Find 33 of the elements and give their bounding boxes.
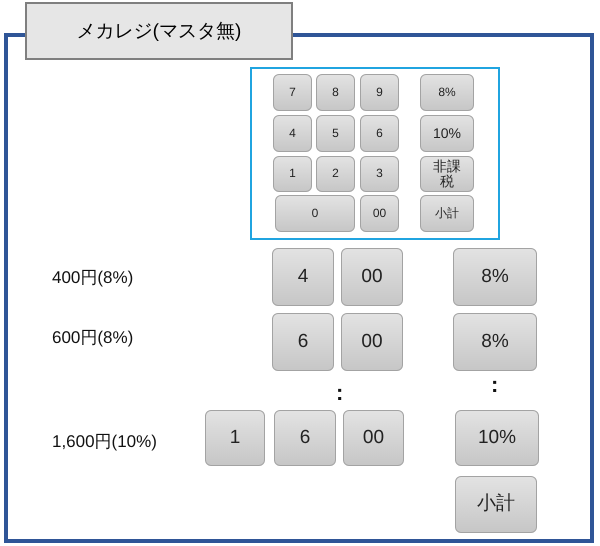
key-button: 00 xyxy=(343,410,404,466)
key-button: 1 xyxy=(273,156,312,192)
key-button: 小計 xyxy=(455,476,537,533)
key-button: 00 xyxy=(360,195,399,232)
key-button: 8% xyxy=(453,313,537,371)
key-button: 4 xyxy=(272,248,334,306)
row-label: 1,600円(10%) xyxy=(52,431,157,453)
continuation-dots: : xyxy=(491,372,498,398)
key-button: 9 xyxy=(360,74,399,111)
key-button: 6 xyxy=(274,410,336,466)
row-label: 400円(8%) xyxy=(52,267,134,289)
key-button: 1 xyxy=(205,410,265,466)
key-button: 6 xyxy=(272,313,334,371)
key-button: 8 xyxy=(316,74,355,111)
title-tab: メカレジ(マスタ無) xyxy=(25,2,293,60)
row-label: 600円(8%) xyxy=(52,327,134,349)
keypad-panel xyxy=(250,67,500,240)
continuation-dots: : xyxy=(336,380,344,406)
key-button: 5 xyxy=(316,115,355,152)
key-button: 非課税 xyxy=(420,156,474,192)
key-button: 8% xyxy=(453,248,537,306)
key-button: 00 xyxy=(341,313,403,371)
key-button: 10% xyxy=(420,115,474,152)
key-button: 6 xyxy=(360,115,399,152)
key-button: 3 xyxy=(360,156,399,192)
key-button: 00 xyxy=(341,248,403,306)
key-button: 2 xyxy=(316,156,355,192)
key-button: 小計 xyxy=(420,195,474,232)
key-button: 0 xyxy=(275,195,355,232)
key-button: 8% xyxy=(420,74,474,111)
key-button: 7 xyxy=(273,74,312,111)
key-button: 4 xyxy=(273,115,312,152)
key-button: 10% xyxy=(455,410,539,466)
